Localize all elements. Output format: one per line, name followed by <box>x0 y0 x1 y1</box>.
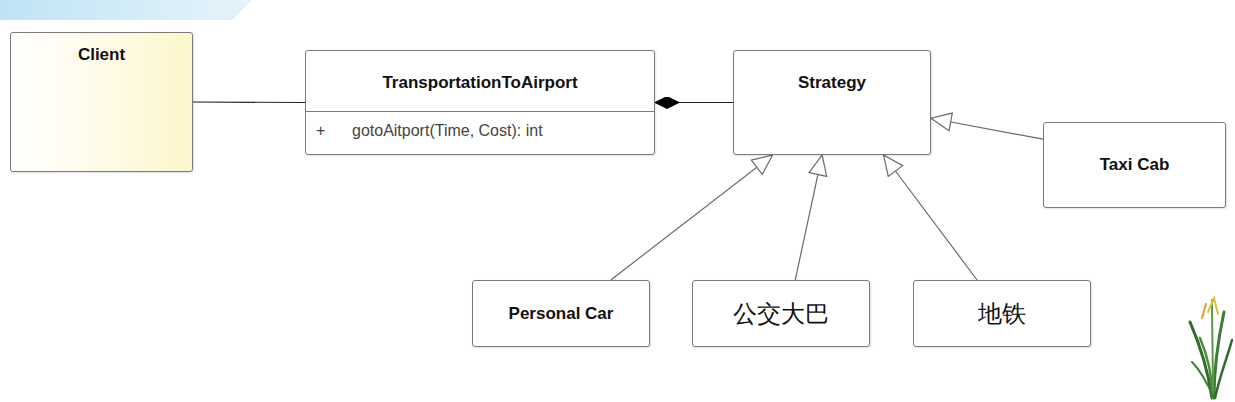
class-name: Taxi Cab <box>1100 155 1170 175</box>
class-name: 公交大巴 <box>733 298 829 330</box>
generalization-arrow <box>883 155 977 280</box>
class-name: 地铁 <box>978 298 1026 330</box>
class-name: Strategy <box>798 73 866 93</box>
generalization-arrow <box>611 155 773 280</box>
class-box: Strategy <box>733 50 931 155</box>
strategy-class-box: Personal Car <box>472 280 650 347</box>
operation-text: + <box>316 122 325 140</box>
association-line <box>193 101 305 103</box>
generalization-arrow <box>795 155 822 280</box>
class-name: TransportationToAirport <box>382 73 577 93</box>
header-band <box>0 0 252 20</box>
class-name: Client <box>78 45 125 65</box>
strategy-class-box: 公交大巴 <box>692 280 870 347</box>
composition-line <box>655 102 733 103</box>
strategy-class-box: Taxi Cab <box>1043 122 1226 208</box>
strategy-class-box: 地铁 <box>913 280 1091 347</box>
compartment-line <box>306 111 654 112</box>
operation-text: gotoAitport(Time, Cost): int <box>352 122 543 140</box>
class-box: TransportationToAirport + gotoAitport(Time… <box>305 50 655 155</box>
class-box: Client <box>10 32 193 172</box>
class-name: Personal Car <box>509 304 614 324</box>
generalization-arrow <box>931 118 1043 139</box>
plant-icon <box>1190 298 1232 398</box>
